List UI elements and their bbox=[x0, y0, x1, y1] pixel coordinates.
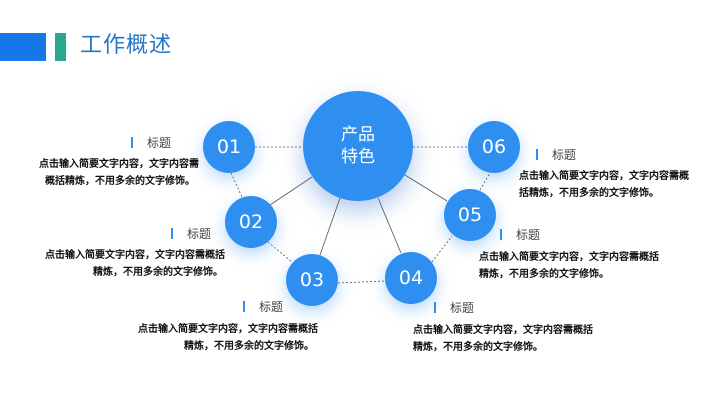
item-04-description: 点击输入简要文字内容，文字内容需概括 精炼，不用多余的文字修饰。 bbox=[413, 325, 593, 353]
circle-03: 03 bbox=[286, 254, 338, 306]
item-01-description: 点击输入简要文字内容，文字内容需 概括精炼，不用多余的文字修饰。 bbox=[39, 159, 199, 187]
header-teal-bar bbox=[55, 33, 66, 61]
item-06-title: 标题 bbox=[536, 147, 576, 163]
item-03-description: 点击输入简要文字内容，文字内容需概括 精炼，不用多余的文字修饰。 bbox=[138, 324, 318, 352]
center-text-line1: 产品 bbox=[341, 125, 375, 145]
item-06-description: 点击输入简要文字内容，文字内容需概 括精炼，不用多余的文字修饰。 bbox=[519, 171, 689, 199]
circle-05: 05 bbox=[444, 189, 496, 241]
circle-01: 01 bbox=[203, 121, 255, 173]
item-01-title: 标题 bbox=[131, 135, 171, 151]
title-marker-icon bbox=[243, 301, 245, 312]
title-marker-icon bbox=[131, 137, 133, 148]
circle-06: 06 bbox=[468, 121, 520, 173]
center-circle: 产品 特色 bbox=[303, 91, 413, 201]
item-03-title: 标题 bbox=[243, 299, 283, 315]
item-05-description: 点击输入简要文字内容，文字内容需概括 精炼，不用多余的文字修饰。 bbox=[479, 252, 659, 280]
item-02-description: 点击输入简要文字内容，文字内容需概括 精炼，不用多余的文字修饰。 bbox=[45, 250, 225, 278]
title-marker-icon bbox=[536, 149, 538, 160]
center-text-line2: 特色 bbox=[341, 147, 375, 167]
header-blue-bar bbox=[0, 33, 46, 61]
item-02-title: 标题 bbox=[171, 226, 211, 242]
title-marker-icon bbox=[171, 228, 173, 239]
circle-04: 04 bbox=[385, 252, 437, 304]
title-marker-icon bbox=[500, 229, 502, 240]
item-05-title: 标题 bbox=[500, 227, 540, 243]
item-04-title: 标题 bbox=[434, 300, 474, 316]
circle-02: 02 bbox=[225, 196, 277, 248]
title-marker-icon bbox=[434, 302, 436, 313]
page-title: 工作概述 bbox=[80, 33, 173, 58]
